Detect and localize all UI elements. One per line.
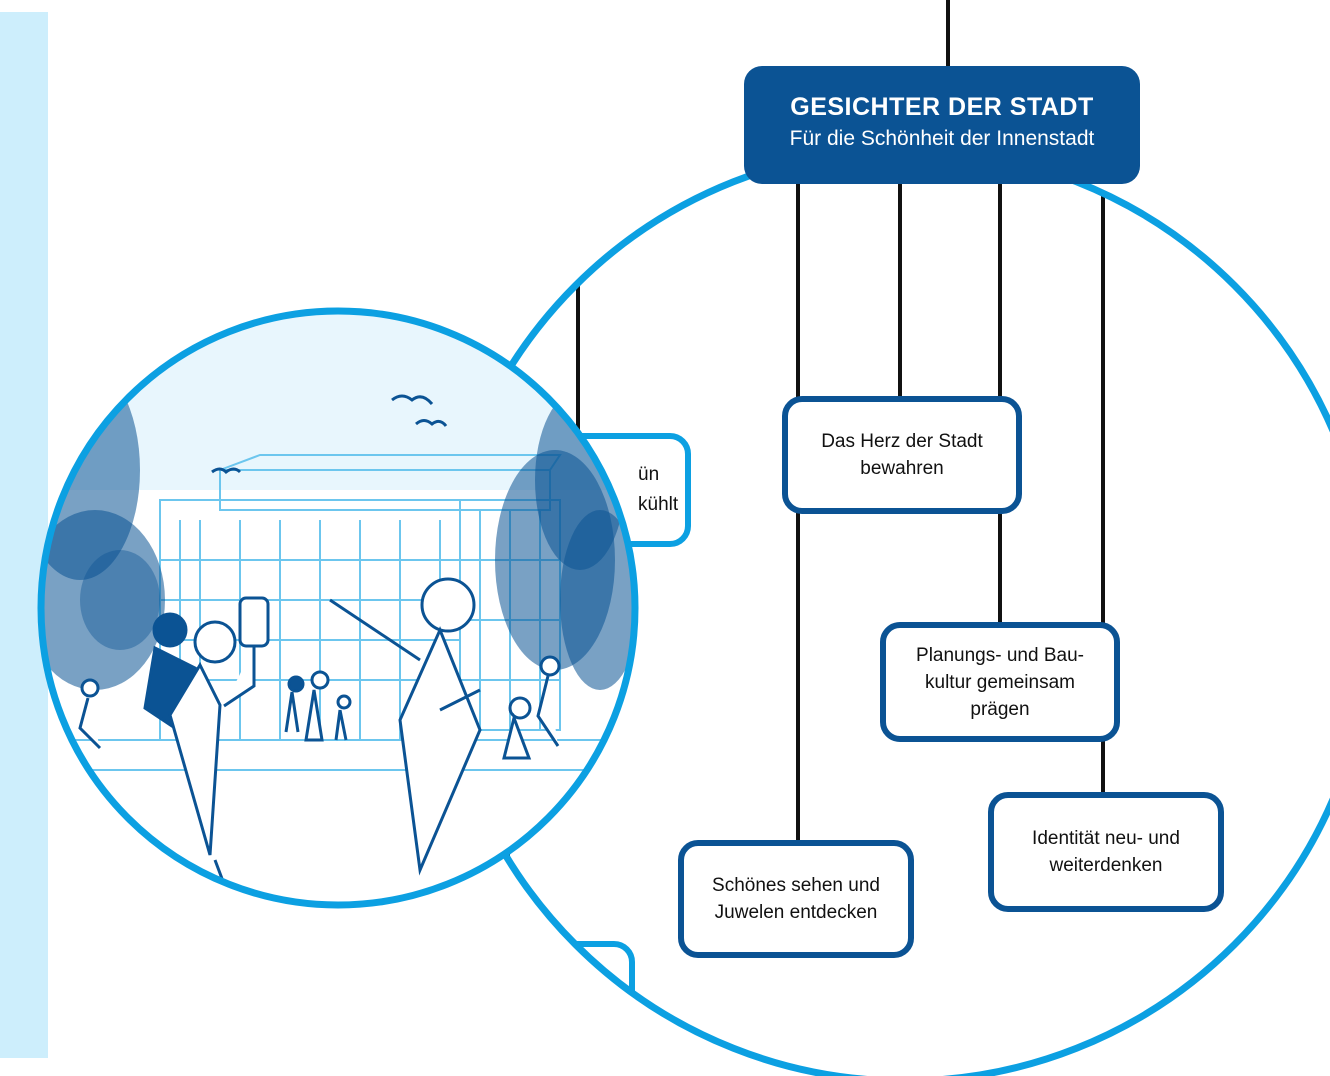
node-identitaet-line-2: weiterdenken [1049, 855, 1163, 876]
node-schoenes-line-2: Juwelen entdecken [714, 902, 878, 923]
node-herz-line-1: Das Herz der Stadt [821, 431, 983, 452]
node-schoenes: Schönes sehen und Juwelen entdecken [678, 840, 914, 958]
node-planung: Planungs- und Bau- kultur gemeinsam präg… [880, 622, 1120, 742]
main-header-title: GESICHTER DER STADT [790, 93, 1094, 121]
node-herz: Das Herz der Stadt bewahren [782, 396, 1022, 514]
illustration-city-square [41, 311, 635, 905]
people-icon [78, 577, 561, 901]
node-identitaet-line-1: Identität neu- und [1032, 828, 1180, 849]
left-partial-box-text-1: ün [638, 464, 660, 485]
node-identitaet: Identität neu- und weiterdenken [988, 792, 1224, 912]
node-planung-line-1: Planungs- und Bau- [916, 644, 1084, 666]
node-planung-line-3: prägen [970, 698, 1030, 720]
sidebar-strip [0, 12, 48, 1058]
left-partial-box-text-2: kühlt [638, 494, 679, 515]
node-schoenes-line-1: Schönes sehen und [712, 875, 880, 896]
birds-icon [211, 394, 448, 474]
node-planung-line-2: kultur gemeinsam [925, 671, 1075, 693]
left-bottom-partial-box [517, 941, 635, 1047]
left-partial-header-text: ıft [530, 158, 547, 180]
node-herz-line-2: bewahren [860, 458, 944, 479]
main-header-subtitle: Für die Schönheit der Innenstadt [789, 127, 1095, 150]
main-header: GESICHTER DER STADT Für die Schönheit de… [744, 66, 1140, 184]
small-circle-outline [37, 307, 639, 909]
